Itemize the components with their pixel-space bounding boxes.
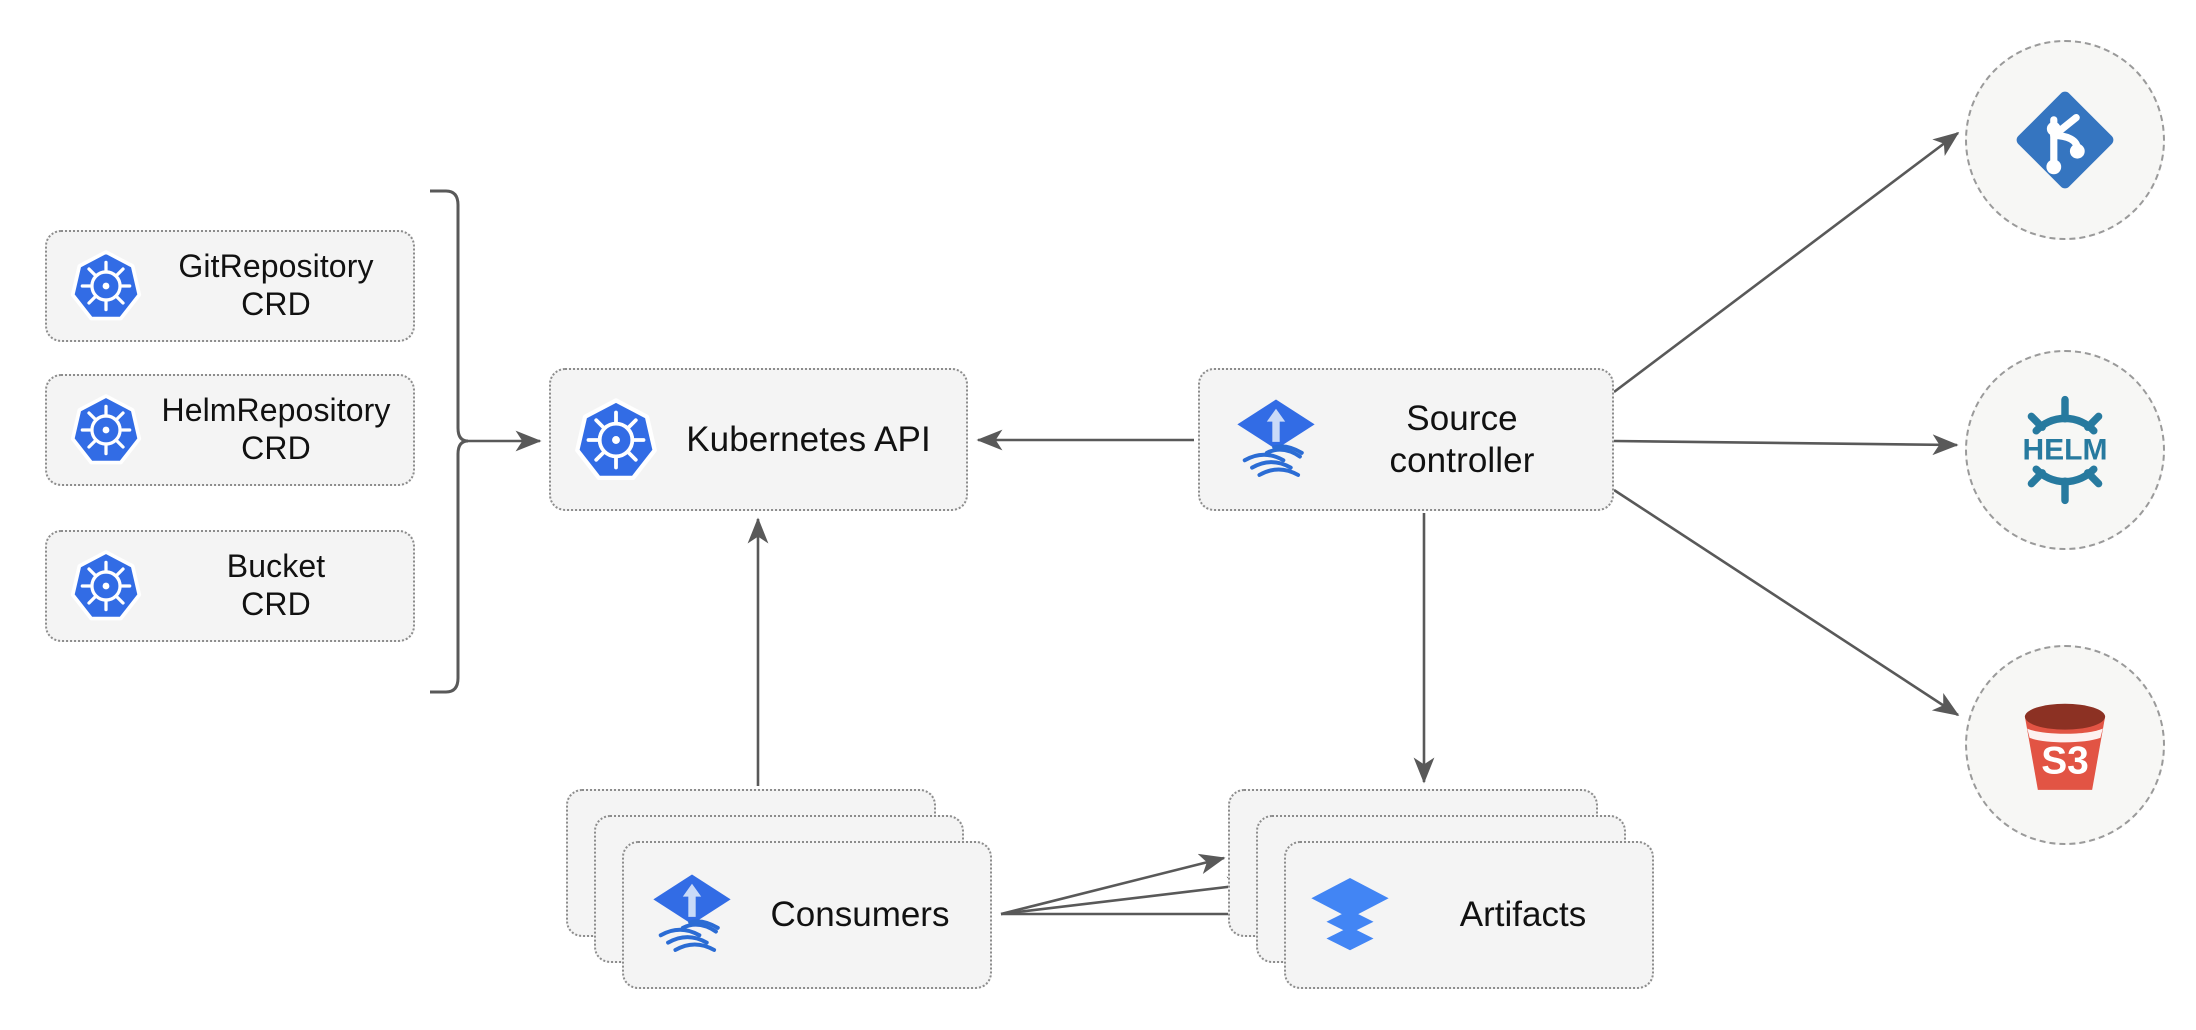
endpoint-helm[interactable]: HELM — [1965, 350, 2165, 550]
wire-consumers-to-artifacts-1 — [1000, 853, 1226, 916]
endpoint-git[interactable] — [1965, 40, 2165, 240]
flux-icon — [646, 869, 738, 961]
wire-source-to-helm — [1613, 434, 1959, 456]
consumers-label: Consumers — [770, 895, 950, 934]
artifacts-label: Artifacts — [1459, 895, 1587, 934]
kubernetes-api-label: Kubernetes API — [686, 419, 931, 459]
kubernetes-icon — [69, 549, 143, 623]
artifacts-stack[interactable]: Artifacts — [1228, 789, 1658, 994]
git-icon — [2009, 84, 2121, 196]
wire-source-to-s3 — [1613, 488, 1960, 717]
helm-wordmark: HELM — [2023, 434, 2108, 467]
kubernetes-api-node[interactable]: Kubernetes API — [549, 368, 968, 511]
consumers-sheet-front[interactable]: Consumers — [622, 841, 992, 989]
s3-icon: S3 — [2006, 686, 2124, 804]
helm-icon: HELM — [2005, 390, 2125, 510]
crd-group-brace — [430, 189, 469, 694]
wire-source-to-git — [1613, 131, 1960, 394]
endpoint-s3[interactable]: S3 — [1965, 645, 2165, 845]
layers-icon — [1308, 873, 1392, 957]
source-controller-label: Source controller — [1389, 399, 1535, 480]
kubernetes-icon — [69, 249, 143, 323]
kubernetes-icon — [573, 397, 659, 483]
s3-wordmark: S3 — [2041, 739, 2089, 782]
kubernetes-icon — [69, 393, 143, 467]
wire-consumers-to-artifacts-2 — [1000, 876, 1254, 916]
flux-icon — [1230, 394, 1322, 486]
consumers-stack[interactable]: Consumers — [566, 789, 996, 994]
source-controller-node[interactable]: Source controller — [1198, 368, 1614, 511]
artifacts-sheet-front[interactable]: Artifacts — [1284, 841, 1654, 989]
